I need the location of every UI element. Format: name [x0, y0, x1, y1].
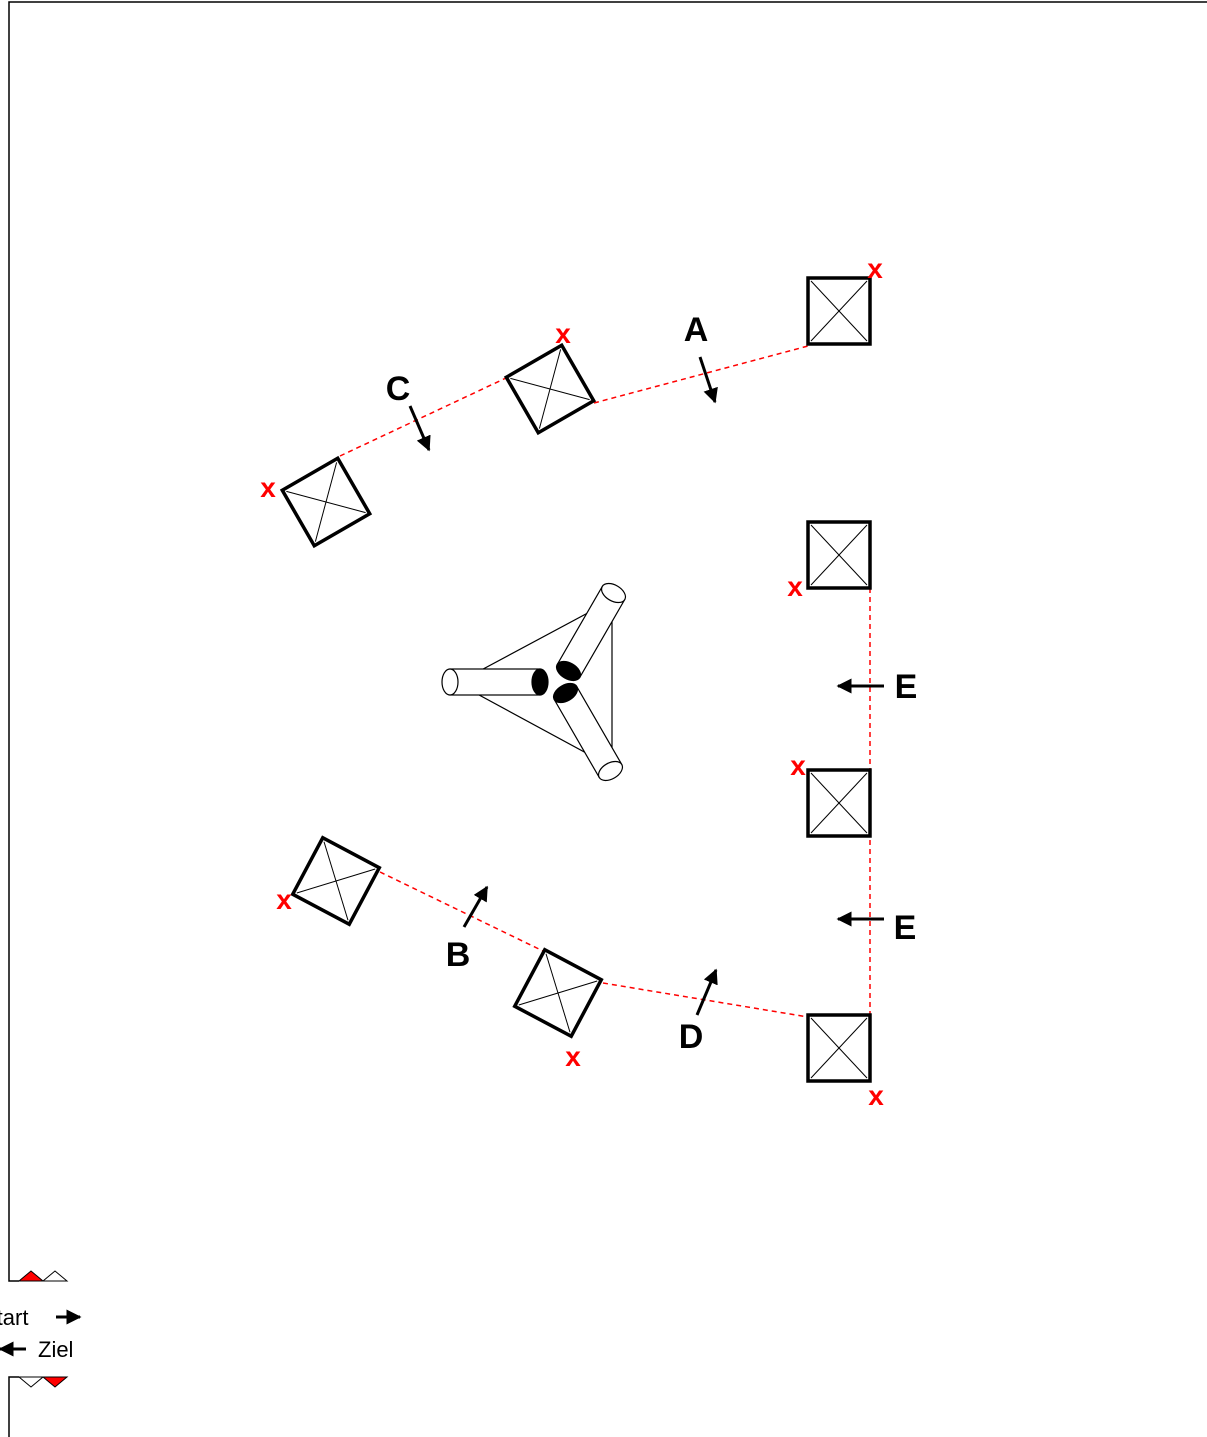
- line-d: [603, 983, 808, 1017]
- label-d: D: [679, 1018, 704, 1056]
- tripod-leg-bottom: [550, 680, 626, 785]
- marker-x: x: [868, 1080, 884, 1111]
- label-c: C: [386, 370, 411, 408]
- tripod-tower: [442, 580, 629, 785]
- ziel-triangles-icon: [9, 1377, 67, 1437]
- label-b: B: [446, 936, 471, 974]
- line-a: [594, 346, 808, 403]
- arrow-b: [464, 887, 487, 927]
- box-obstacle-bottom-middle: [515, 950, 602, 1037]
- box-obstacle-top-left: [282, 458, 369, 545]
- marker-x: x: [787, 571, 803, 602]
- legend-ziel-label: Ziel: [38, 1337, 73, 1362]
- start-triangles-icon: [9, 1271, 67, 1281]
- box-obstacle-top-middle: [506, 345, 593, 432]
- box-obstacle-bottom-left: [293, 838, 380, 925]
- label-e-lower: E: [894, 909, 917, 947]
- box-obstacle-right-middle: [808, 770, 870, 836]
- marker-x: x: [565, 1041, 581, 1072]
- marker-x: x: [555, 318, 571, 349]
- arrow-c: [410, 406, 429, 450]
- line-c: [340, 378, 506, 456]
- box-obstacle-right-lower: [808, 1015, 870, 1081]
- tripod-leg-top: [553, 580, 629, 685]
- marker-x: x: [790, 750, 806, 781]
- marker-x: x: [867, 253, 883, 284]
- label-e-upper: E: [895, 668, 918, 706]
- box-obstacle-right-upper: [808, 522, 870, 588]
- label-a: A: [684, 311, 709, 349]
- course-lines: [340, 346, 870, 1017]
- box-obstacle-top-right: [808, 278, 870, 344]
- tripod-leg-left: [442, 669, 548, 695]
- arrow-d: [697, 970, 716, 1015]
- marker-x: x: [260, 472, 276, 503]
- arrow-a: [700, 357, 715, 402]
- field-border: [9, 2, 1207, 1273]
- marker-x: x: [276, 884, 292, 915]
- legend-start-label: Start: [0, 1305, 28, 1330]
- legend: Start Ziel: [0, 1271, 80, 1437]
